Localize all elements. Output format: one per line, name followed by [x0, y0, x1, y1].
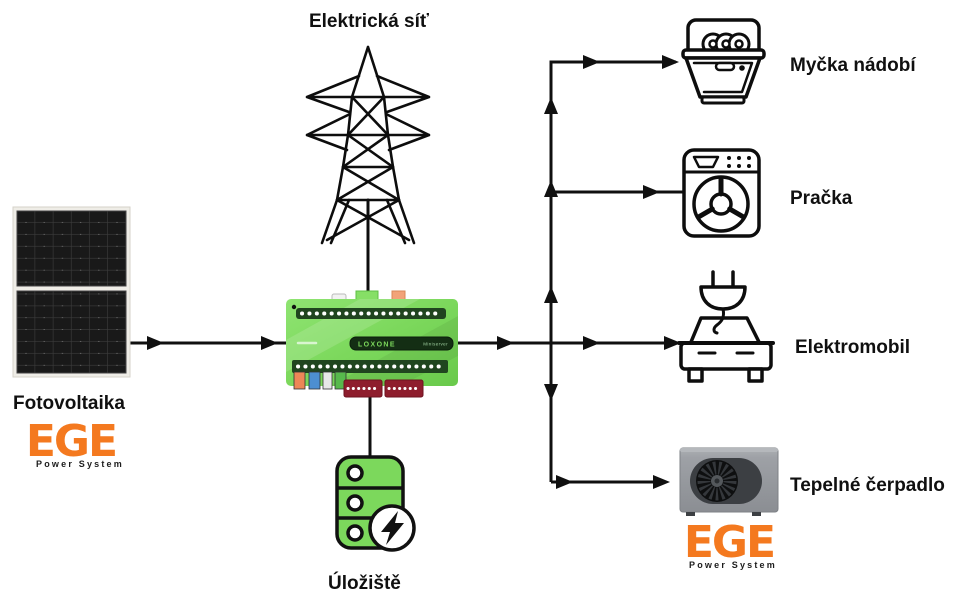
control-dots	[727, 156, 751, 168]
brand-band	[349, 336, 454, 351]
detergent-tray	[692, 155, 720, 169]
car-body	[679, 341, 773, 371]
lightning-bolt-icon	[381, 511, 404, 545]
plug-body	[699, 285, 747, 311]
arrow-right	[643, 185, 660, 199]
controller-brand-label: LOXONE	[358, 342, 396, 349]
arrow-right	[653, 475, 670, 489]
arrow-up	[544, 180, 558, 197]
heatpump-label: Tepelné čerpadlo	[790, 475, 945, 496]
arrow-right	[497, 336, 514, 350]
arrow-down	[544, 384, 558, 401]
battery-storage-icon	[335, 455, 416, 552]
pv-label: Fotovoltaika	[13, 393, 125, 414]
arrow-up	[544, 286, 558, 303]
storage-label: Úložiště	[328, 572, 401, 594]
dishwasher-label: Myčka nádobí	[790, 55, 916, 76]
grid-label: Elektrická síť	[309, 11, 430, 32]
transmission-tower-icon	[305, 45, 431, 302]
arrow-right	[147, 336, 164, 350]
washing-machine-icon	[682, 148, 761, 238]
miniserver-device: LOXONE Miniserver	[286, 290, 458, 398]
plug-cable	[712, 307, 725, 335]
arrow-right	[662, 55, 679, 69]
line-distribution-bus	[549, 60, 676, 482]
controller-model-label: Miniserver	[423, 342, 448, 347]
ege-logo-pv: EGE Power System	[26, 416, 124, 469]
car-wheel	[687, 367, 704, 383]
ege-logo-subtitle: Power System	[689, 560, 777, 570]
ege-logo-text: EGE	[684, 517, 774, 568]
ege-logo-text: EGE	[26, 416, 116, 467]
arrow-right	[261, 336, 278, 350]
ege-logo-heatpump: EGE Power System	[684, 517, 777, 570]
arrow-right	[664, 336, 681, 350]
dishwasher-icon	[681, 18, 766, 105]
electric-car-icon	[677, 270, 775, 383]
io-connectors	[293, 371, 347, 390]
heat-pump-icon	[679, 447, 779, 516]
arrow-right	[583, 55, 600, 69]
washer-label: Pračka	[790, 188, 853, 209]
arrow-right	[583, 336, 600, 350]
car-wheel	[747, 367, 764, 383]
ege-logo-subtitle: Power System	[36, 459, 124, 469]
terminal-blocks-red	[343, 379, 424, 398]
status-led	[291, 304, 297, 310]
flow-arrows	[147, 55, 681, 489]
car-roof	[689, 316, 761, 344]
arrow-right	[556, 475, 573, 489]
terminal-strip-top	[296, 308, 446, 319]
solar-panel-icon	[12, 206, 131, 378]
arrow-up	[544, 97, 558, 114]
car-label: Elektromobil	[795, 337, 910, 358]
